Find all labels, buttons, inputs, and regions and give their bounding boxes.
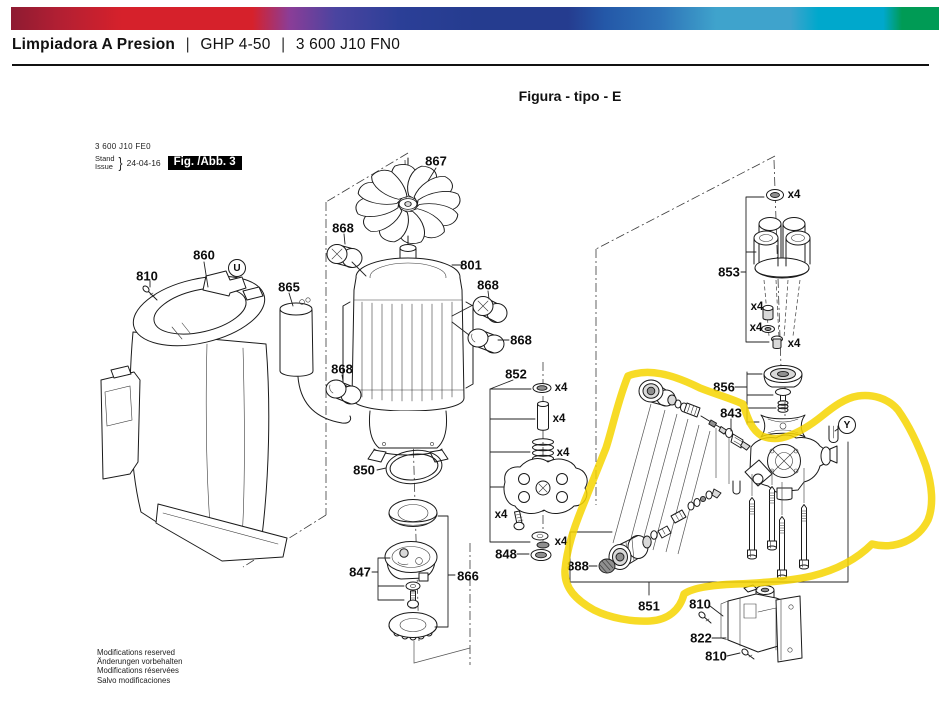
qty-label-q852-screw: x4 — [495, 509, 508, 521]
part-853-cylinder-block — [753, 189, 811, 349]
part-label-810-top: 810 — [136, 269, 158, 284]
part-label-865: 865 — [278, 280, 300, 295]
drawing-code: 3 600 J10 FE0 — [95, 142, 151, 151]
type-code: 3 600 J10 FN0 — [295, 36, 401, 53]
marker-u-text: U — [233, 263, 240, 274]
issue-date: 24-04-16 — [126, 157, 161, 168]
qty-label-q852-spring: x4 — [557, 447, 570, 459]
part-label-822: 822 — [690, 631, 712, 646]
drawing-info-box: 3 600 J10 FE0 Stand Issue } 24-04-16 Fig… — [95, 142, 242, 171]
qty-label-q853-nipple: x4 — [788, 338, 801, 350]
part-label-852: 852 — [505, 367, 527, 382]
part-label-867: 867 — [425, 154, 447, 169]
part-label-868-a: 868 — [332, 221, 354, 236]
part-label-868-c: 868 — [510, 333, 532, 348]
part-868-mount-b — [472, 296, 508, 323]
qty-label-q853-seal: x4 — [788, 189, 801, 201]
qty-label-q853-washer: x4 — [750, 322, 763, 334]
part-810-screw-mid — [698, 611, 712, 624]
part-867-fan — [355, 157, 461, 249]
marker-y-text: Y — [844, 420, 851, 431]
part-822-bracket — [720, 584, 803, 663]
part-label-851: 851 — [638, 599, 660, 614]
part-847-swash-plate — [384, 541, 438, 609]
marker-y: Y — [834, 416, 856, 434]
part-label-853: 853 — [718, 265, 740, 280]
part-label-801: 801 — [460, 258, 482, 273]
part-label-856: 856 — [713, 380, 735, 395]
part-label-888: 888 — [567, 559, 589, 574]
footer-line: Änderungen vorbehalten — [97, 657, 183, 667]
part-label-843: 843 — [720, 406, 742, 421]
part-label-860: 860 — [193, 248, 215, 263]
part-843-pump-head — [744, 434, 838, 501]
page-title: Limpiadora A Presion | GHP 4-50 | 3 600 … — [12, 36, 400, 54]
part-868-mount-d — [325, 379, 362, 405]
part-label-868-b: 868 — [477, 278, 499, 293]
part-label-848: 848 — [495, 547, 517, 562]
figure-title: Figura - tipo - E — [518, 88, 622, 104]
footer-line: Modifications reserved — [97, 648, 176, 657]
footer-legal: Modifications reserved Änderungen vorbeh… — [97, 648, 182, 685]
part-label-866: 866 — [457, 569, 479, 584]
part-860-pump-cover — [100, 270, 288, 562]
issue-label: Issue — [95, 162, 113, 171]
footer-line: Modifications réservées — [97, 666, 179, 676]
part-number-labels: 810 860 865 868 867 801 868 868 868 850 847 866 852 8… — [136, 154, 801, 664]
title-rule — [12, 64, 929, 66]
stand-label: Stand — [95, 154, 115, 163]
part-810-screw-bot — [741, 648, 755, 660]
part-851-unloader — [612, 379, 751, 555]
qty-label-q853-bush: x4 — [751, 301, 764, 313]
part-848-seal — [530, 549, 552, 561]
qty-label-q852-seal: x4 — [555, 382, 568, 394]
part-868-mount-c — [467, 328, 505, 354]
part-801-motor — [342, 244, 474, 463]
part-850-oring — [385, 449, 443, 485]
model-name: GHP 4-50 — [200, 36, 271, 53]
footer-line: Salvo modificaciones — [97, 675, 171, 685]
part-868-mount-a — [326, 244, 363, 268]
part-866-bearing-ring — [388, 499, 438, 527]
part-head-bolts — [747, 468, 809, 580]
part-888-hose-union — [598, 488, 722, 574]
qty-label-q852-seal2: x4 — [555, 536, 568, 548]
brand-color-bar — [11, 7, 939, 30]
part-856-regulator — [760, 365, 806, 438]
title-separator: | — [281, 36, 286, 53]
product-name: Limpiadora A Presion — [12, 36, 176, 53]
part-810-screw-top — [142, 285, 158, 301]
fig-number-badge: Fig. /Abb. 3 — [167, 156, 242, 170]
part-866-bearing-bottom — [388, 612, 438, 641]
part-label-810-mid: 810 — [689, 597, 711, 612]
part-label-810-bot: 810 — [705, 649, 727, 664]
part-label-847: 847 — [349, 565, 371, 580]
part-865-capacitor — [279, 297, 352, 424]
part-label-868-d: 868 — [331, 362, 353, 377]
part-852-valve-set — [503, 383, 588, 549]
part-label-850: 850 — [353, 463, 375, 478]
qty-label-q852-pin: x4 — [553, 413, 566, 425]
marker-u: U — [228, 259, 246, 277]
brace-glyph: } — [118, 154, 123, 172]
title-separator: | — [185, 36, 190, 53]
highlight-loop-851 — [561, 368, 936, 625]
part-y-clip — [732, 425, 839, 495]
